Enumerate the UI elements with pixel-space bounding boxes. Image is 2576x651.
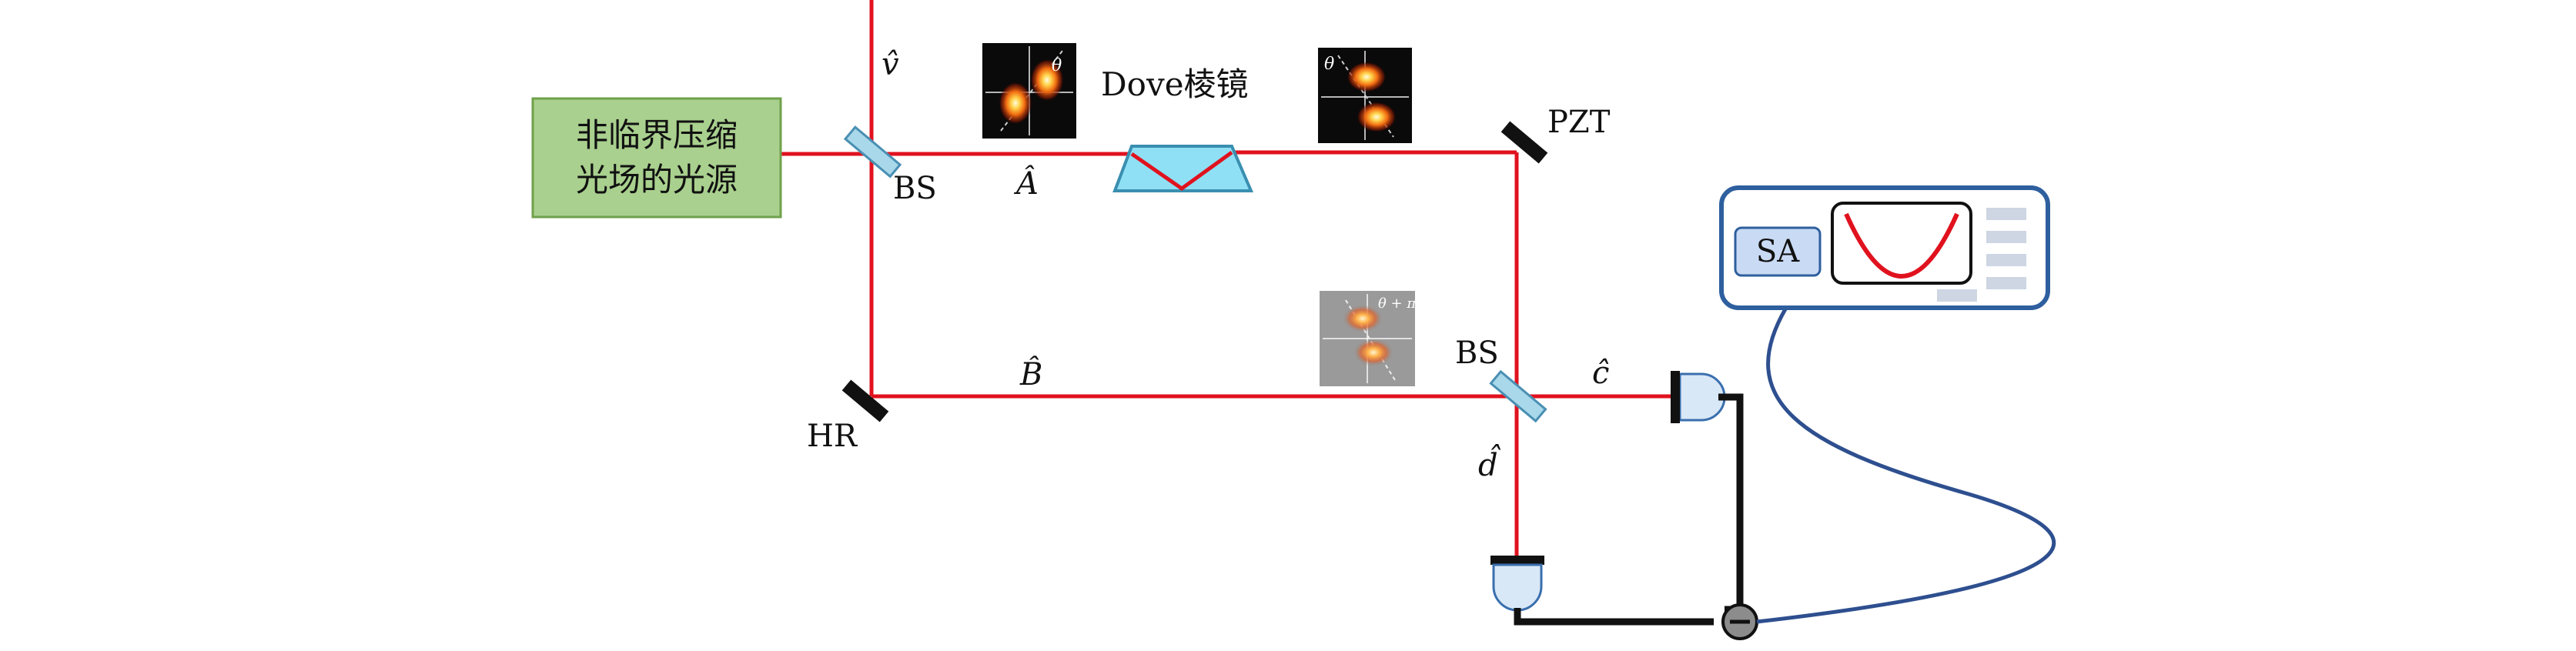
- label-b-hat: B̂: [1019, 357, 1042, 392]
- label-v-hat: v̂: [882, 47, 899, 82]
- beam-profile-output: θ: [1318, 48, 1412, 143]
- theta-output: θ: [1324, 55, 1334, 74]
- spectrum-analyzer: SA: [1719, 185, 2050, 310]
- source-box: [531, 97, 782, 219]
- detector-wiring: [1514, 393, 1744, 626]
- squeezed-light-source: 非临界压缩 光场的光源: [531, 97, 782, 219]
- photodetector-d: [1490, 556, 1544, 612]
- subtractor: [1721, 603, 1758, 640]
- label-d-hat: d̂: [1478, 445, 1501, 483]
- beam-splitter-top: [843, 125, 902, 179]
- sa-control-buttons: [1937, 208, 2026, 302]
- theta-plus-pi: θ + π: [1378, 295, 1417, 312]
- label-pzt: PZT: [1547, 105, 1611, 140]
- pzt-mirror: [1500, 121, 1548, 164]
- sa-label: SA: [1756, 234, 1800, 269]
- label-a-hat: Â: [1013, 165, 1039, 202]
- hr-mirror: [841, 379, 889, 422]
- photodetector-c: [1671, 371, 1726, 423]
- label-dove-prism: Dove棱镜: [1101, 65, 1249, 103]
- beam-paths: [781, 0, 1671, 556]
- beam-splitter-bottom: [1489, 369, 1547, 423]
- label-bs-top: BS: [893, 171, 937, 206]
- theta-input: θ: [1052, 56, 1062, 75]
- sa-label-button: SA: [1734, 226, 1822, 277]
- label-c-hat: ĉ: [1592, 356, 1609, 391]
- label-bs-bottom: BS: [1455, 336, 1499, 371]
- label-hr: HR: [807, 419, 858, 454]
- signal-cable: [1756, 306, 2056, 624]
- source-label-line1: 非临界压缩: [576, 116, 738, 154]
- dove-prism: [1112, 145, 1254, 192]
- beam-profile-combined: θ + π: [1320, 291, 1417, 386]
- beam-profile-input: θ: [982, 43, 1076, 139]
- sa-screen: [1831, 202, 1972, 285]
- source-label-line2: 光场的光源: [576, 161, 738, 199]
